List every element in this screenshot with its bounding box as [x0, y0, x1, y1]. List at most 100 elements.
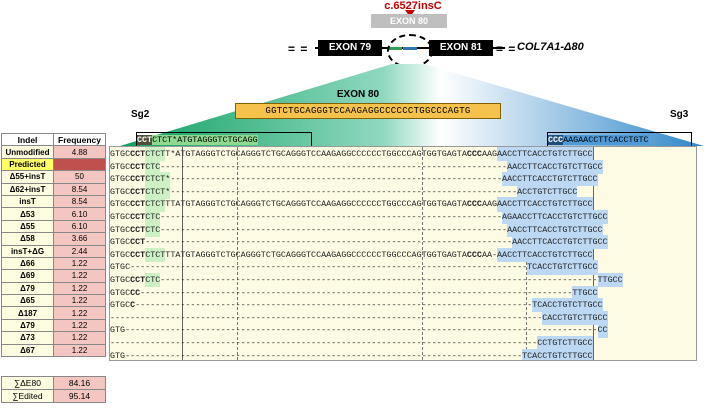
seq-sg3-pre: AA- — [481, 249, 498, 260]
indel-cell: Δ53 — [1, 207, 54, 221]
seq-exon-body: T*ATGTAGGGTCTGCAGGGTCTGCAGGGTCCAAGAGGCCC… — [165, 149, 467, 159]
seq-pam-sg2: CCT — [130, 174, 146, 185]
seq-sg2-region: CTC — [145, 159, 161, 174]
seq-pam-sg2: C — [130, 300, 136, 311]
seq-flank-left: GTGC — [110, 287, 131, 298]
frequency-cell: 1.22 — [53, 306, 106, 320]
seq-flank-right: AACCTTCACCTGTCTTGCC — [507, 222, 603, 237]
seq-exon-body: ----------------------------------------… — [125, 325, 598, 336]
exon81-box: EXON 81 — [429, 40, 493, 56]
seq-exon-body: TTATGTAGGGTCTGCAGGGTCTGCAGGGTCCAAGAGGCCC… — [165, 199, 467, 210]
seq-exon-body: ----------------------------------------… — [130, 312, 543, 323]
sequence-row: GTGCCCTCTCT*----------------------------… — [110, 172, 696, 187]
summary-value: 95.14 — [53, 389, 106, 403]
seq-exon-body: ----------------------------------------… — [125, 350, 523, 361]
seq-pam-sg3: CCC — [466, 149, 482, 159]
seq-sg2-region: CTC — [145, 273, 161, 288]
zoom-trapezoid — [120, 64, 704, 146]
seq-flank-right: TTGCC — [572, 285, 598, 300]
seq-pam-sg2: CCT — [130, 275, 146, 285]
indel-cell: Unmodified — [1, 145, 54, 159]
seq-flank-right: AACCTTCACCTGTCTTGCC — [502, 172, 598, 187]
mutation-arrow-icon — [405, 10, 415, 17]
summary-label: ∑Edited — [1, 389, 54, 403]
seq-flank-left: GTGC — [110, 161, 131, 172]
indel-cell: Predicted — [1, 157, 54, 172]
exon79-box: EXON 79 — [318, 40, 382, 56]
sequence-row: GTGCCCTCTC------------------------------… — [110, 159, 696, 174]
seq-pam-sg2: CCT — [130, 249, 146, 260]
frequency-cell: 1.22 — [53, 269, 106, 283]
seq-pam-sg2: CCT — [130, 212, 146, 222]
seq-flank-right: CC — [597, 323, 608, 338]
frequency-header: Frequency — [53, 132, 106, 147]
seq-flank-right: AACCTTCACCTGTCTTGCC — [497, 247, 593, 262]
seq-flank-left: ---- — [110, 312, 131, 323]
frequency-cell: 1.22 — [53, 331, 106, 345]
sequence-row: ----------------------------------------… — [110, 336, 696, 351]
seq-flank-right: TTGCC — [597, 273, 623, 288]
sg3-cut-line — [593, 147, 594, 360]
left-dash: = = — [288, 42, 309, 56]
sequence-row: GTGCCCTCTCTTTATGTAGGGTCTGCAGGGTCTGCAGGGT… — [110, 247, 696, 262]
sg2-cut-line — [182, 147, 183, 360]
seq-pam-sg3: CCC — [466, 199, 482, 210]
exon-boundary-line-mid — [422, 147, 423, 360]
sequence-row: GTGCCCTCTCTT*ATGTAGGGTCTGCAGGGTCTGCAGGGT… — [110, 147, 696, 162]
frequency-cell: 4.88 — [53, 145, 106, 159]
sg3-label: Sg3 — [670, 109, 689, 120]
frequency-cell — [53, 157, 106, 172]
sequence-row: GTGC------------------------------------… — [110, 260, 696, 275]
sequence-row: GTGCCCTCTC------------------------------… — [110, 222, 696, 237]
frequency-cell: 2.44 — [53, 244, 106, 258]
summary-table: ∑ΔE80 84.16 ∑Edited 95.14 — [1, 376, 106, 403]
frequency-cell: 3.66 — [53, 232, 106, 246]
seq-flank-right: TCACCTGTCTTGCC — [532, 298, 603, 313]
seq-flank-left: GTG — [110, 325, 126, 336]
seq-flank-left: GTG — [110, 350, 126, 361]
seq-exon-body: ----------------------------------------… — [160, 161, 508, 172]
frequency-cell: 1.22 — [53, 318, 106, 333]
seq-pam-sg2: CCT — [130, 161, 146, 172]
frequency-cell: 8.54 — [53, 182, 106, 196]
seq-exon-body: ----------------------------------------… — [135, 300, 533, 311]
indel-cell: Δ66 — [1, 256, 54, 271]
indel-cell: insT+ΔG — [1, 244, 54, 258]
frequency-cell: 1.22 — [53, 343, 106, 358]
seq-flank-right: AACCTTCACCTGTCTTGCC — [497, 197, 593, 212]
seq-sg2-region: CTC — [145, 222, 161, 237]
seq-flank-left: GTGC — [110, 174, 131, 185]
exon80-sequence: GGTCTGCAGGGTCCAAGAGGCCCCCCTGGCCCAGTG — [235, 103, 501, 119]
sg2-label: Sg2 — [131, 109, 150, 120]
frequency-cell: 8.54 — [53, 194, 106, 209]
mutation-label: c.6527insC — [384, 0, 442, 12]
summary-value: 84.16 — [53, 376, 106, 390]
indel-cell: Δ55+insT — [1, 170, 54, 184]
frequency-cell: 6.10 — [53, 219, 106, 234]
seq-sg2-region: CTCT — [145, 247, 166, 262]
seq-flank-left: GTGC — [110, 149, 131, 159]
seq-flank-right: ACCTGTCTTGCC — [517, 184, 578, 199]
seq-flank-right: TCACCTGTCTTGCC — [527, 260, 598, 275]
indel-cell: Δ62+insT — [1, 182, 54, 196]
exon80-top-box: EXON 80 — [371, 14, 447, 28]
seq-sg2-region: CTCT* — [145, 172, 171, 187]
sequence-row: GTG-------------------------------------… — [110, 348, 696, 361]
seq-pam-sg2: CCT — [130, 224, 146, 235]
seq-exon-body: ----------------------------------------… — [160, 212, 503, 222]
sg2-protospacer: CTCT*ATGTAGGGTCTGCAGG — [152, 135, 258, 145]
frequency-cell: 6.10 — [53, 207, 106, 221]
indel-cell: Δ187 — [1, 306, 54, 320]
sequence-row: GTGCCCT---------------------------------… — [110, 235, 696, 250]
seq-flank-right: CACCTGTCTTGCC — [542, 310, 608, 325]
sequence-row: GTG-------------------------------------… — [110, 323, 696, 338]
